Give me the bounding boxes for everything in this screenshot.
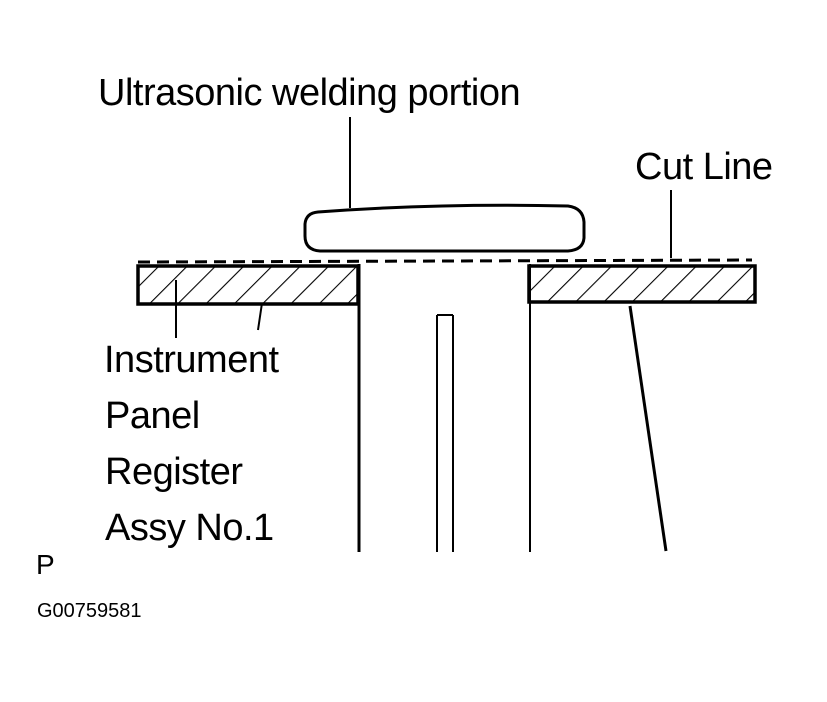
part-name-line2: Panel — [105, 395, 200, 437]
part-name-line3: Register — [105, 451, 243, 493]
panel-leader-right — [628, 305, 668, 552]
panel-leader-mid — [257, 302, 263, 331]
right-panel-section — [527, 264, 757, 304]
view-marker: P — [36, 549, 55, 580]
welding-cap — [303, 203, 586, 253]
left-panel-section — [136, 264, 360, 306]
part-name-line1: Instrument — [104, 339, 279, 381]
cut-line — [137, 258, 753, 264]
figure-code: G00759581 — [37, 600, 142, 622]
cut-line-label: Cut Line — [635, 146, 773, 188]
welding-portion-label: Ultrasonic welding portion — [98, 72, 521, 114]
part-name-line4: Assy No.1 — [105, 507, 274, 549]
